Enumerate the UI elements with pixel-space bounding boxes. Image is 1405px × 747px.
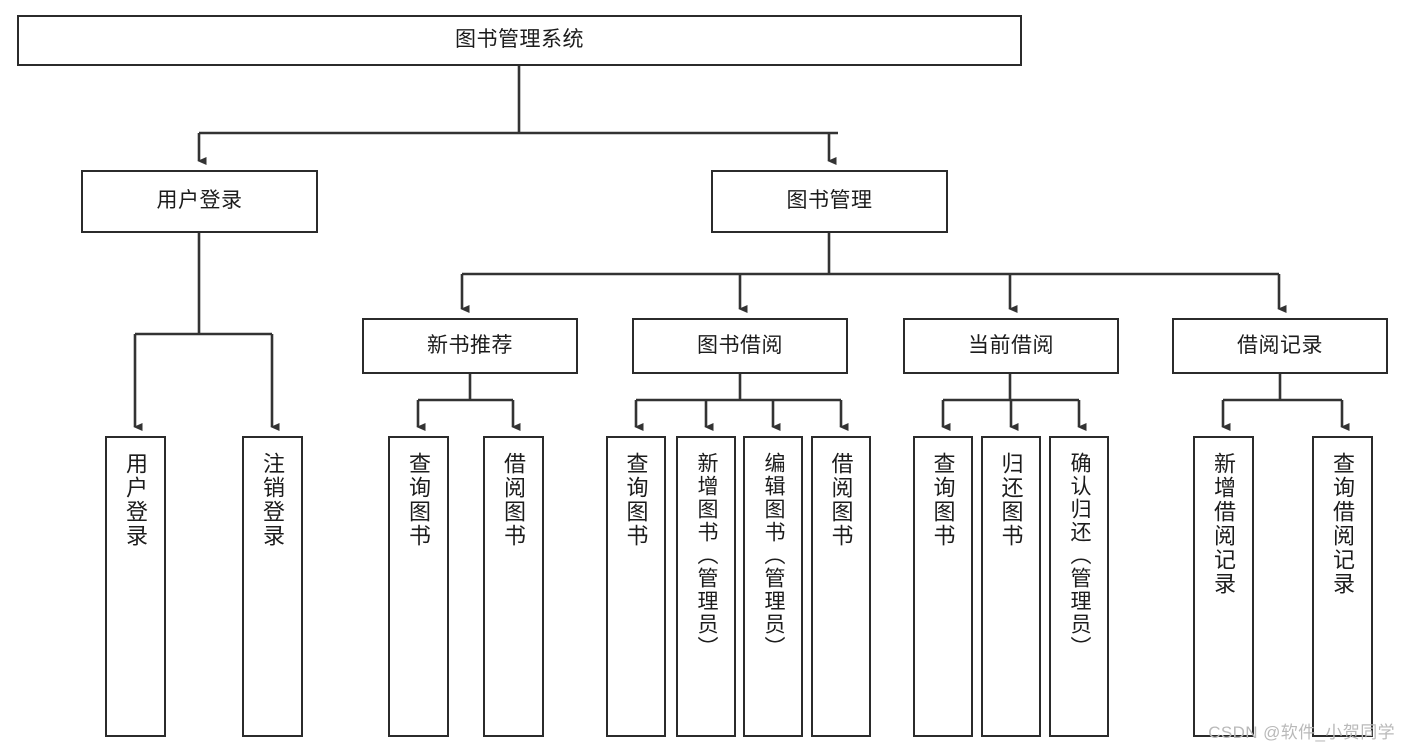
node-label: 归还图书 — [998, 452, 1024, 548]
node-label: 编辑图书（管理员） — [762, 452, 786, 659]
node-new-book-recommend[interactable]: 新书推荐 — [362, 318, 578, 374]
node-label: 新书推荐 — [427, 333, 513, 357]
node-label: 确认归还（管理员） — [1068, 452, 1092, 659]
node-label: 新增借阅记录 — [1211, 452, 1237, 596]
node-label: 借阅记录 — [1237, 333, 1323, 357]
node-label: 当前借阅 — [968, 333, 1054, 357]
node-label: 新增图书（管理员） — [695, 452, 719, 659]
node-label: 注销登录 — [260, 452, 286, 548]
node-leaf-logout[interactable]: 注销登录 — [242, 436, 303, 737]
node-leaf-query-book-recommend[interactable]: 查询图书 — [388, 436, 449, 737]
node-leaf-edit-book-admin[interactable]: 编辑图书（管理员） — [743, 436, 803, 737]
watermark-text: CSDN @软件_小贺同学 — [1208, 723, 1395, 742]
node-user-login[interactable]: 用户登录 — [81, 170, 318, 233]
node-leaf-add-borrow-record[interactable]: 新增借阅记录 — [1193, 436, 1254, 737]
node-current-borrow[interactable]: 当前借阅 — [903, 318, 1119, 374]
node-label: 用户登录 — [156, 189, 243, 213]
node-leaf-user-login[interactable]: 用户登录 — [105, 436, 166, 737]
node-leaf-query-book-current[interactable]: 查询图书 — [913, 436, 973, 737]
node-label: 图书管理 — [786, 189, 873, 213]
node-borrow-record[interactable]: 借阅记录 — [1172, 318, 1388, 374]
node-book-management[interactable]: 图书管理 — [711, 170, 948, 233]
node-label: 查询借阅记录 — [1330, 452, 1356, 596]
node-leaf-borrow-book-recommend[interactable]: 借阅图书 — [483, 436, 544, 737]
node-leaf-query-book-borrow[interactable]: 查询图书 — [606, 436, 666, 737]
node-label: 查询图书 — [623, 452, 649, 548]
node-leaf-add-book-admin[interactable]: 新增图书（管理员） — [676, 436, 736, 737]
node-root-book-management-system[interactable]: 图书管理系统 — [17, 15, 1022, 66]
node-label: 借阅图书 — [501, 452, 527, 548]
node-label: 图书管理系统 — [455, 28, 584, 52]
node-leaf-borrow-book[interactable]: 借阅图书 — [811, 436, 871, 737]
node-label: 用户登录 — [123, 452, 149, 548]
node-leaf-return-book[interactable]: 归还图书 — [981, 436, 1041, 737]
node-leaf-query-borrow-record[interactable]: 查询借阅记录 — [1312, 436, 1373, 737]
node-leaf-confirm-return-admin[interactable]: 确认归还（管理员） — [1049, 436, 1109, 737]
node-label: 借阅图书 — [828, 452, 854, 548]
node-book-borrow[interactable]: 图书借阅 — [632, 318, 848, 374]
node-label: 查询图书 — [930, 452, 956, 548]
node-label: 查询图书 — [406, 452, 432, 548]
node-label: 图书借阅 — [697, 333, 783, 357]
